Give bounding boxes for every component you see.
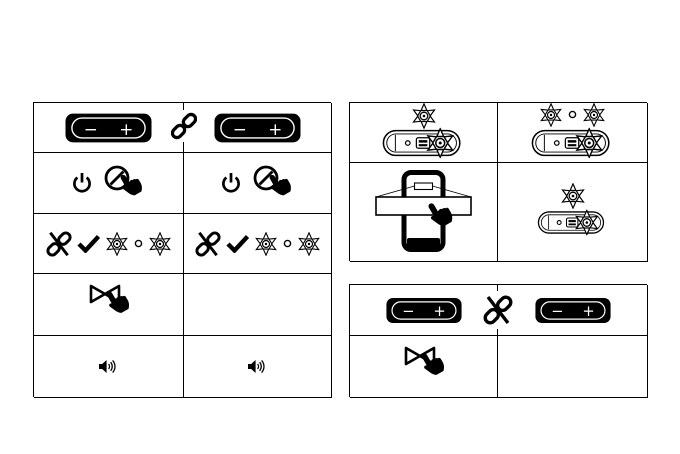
svg-text:+: + <box>119 118 133 138</box>
remote-icon: − + <box>65 113 152 143</box>
link-off-icon <box>45 229 72 258</box>
double-tap-icon <box>401 342 447 392</box>
svg-text:+: + <box>433 302 445 319</box>
phone-notification-icon <box>374 170 472 252</box>
unpairing-r2-right <box>498 336 648 398</box>
unpairing-r2-left <box>350 336 498 398</box>
pairing-r3-right <box>184 214 332 274</box>
unpairing-r1-right: − + <box>498 285 648 336</box>
check-icon <box>226 234 249 253</box>
case-icon <box>537 203 609 242</box>
led-star-icon <box>297 232 321 256</box>
link-off-icon <box>194 229 221 258</box>
pairing-r5-right <box>184 336 332 398</box>
status-r1-right <box>498 103 648 163</box>
pairing-r3-left <box>34 214 184 274</box>
status-r2-left <box>350 163 498 262</box>
power-icon <box>72 172 92 194</box>
no-tap-icon <box>251 164 295 210</box>
pairing-r5-left <box>34 336 184 398</box>
check-icon <box>77 234 100 253</box>
link-icon <box>169 110 199 142</box>
led-star-icon <box>105 232 129 256</box>
case-icon <box>531 120 615 166</box>
remote-icon: − + <box>386 297 462 324</box>
speaker-icon <box>247 358 268 375</box>
no-tap-icon <box>102 164 146 210</box>
remote-icon: − + <box>535 297 611 324</box>
status-r2-right <box>498 163 648 262</box>
case-icon <box>382 120 466 166</box>
pairing-r2-left <box>34 153 184 214</box>
speaker-icon <box>98 358 119 375</box>
pairing-r1-left: − + <box>34 103 184 153</box>
svg-text:+: + <box>582 302 594 319</box>
pairing-r4-left <box>34 274 184 336</box>
svg-text:−: − <box>402 302 414 319</box>
svg-text:−: − <box>551 302 563 319</box>
double-tap-icon <box>86 280 132 330</box>
dot-icon <box>283 239 292 248</box>
pairing-r2-right <box>184 153 332 214</box>
status-table <box>349 102 648 262</box>
link-off-icon <box>481 291 515 329</box>
svg-text:−: − <box>84 118 98 138</box>
led-star-icon <box>254 232 278 256</box>
unpairing-r1-left: − + <box>350 285 498 336</box>
power-icon <box>221 172 241 194</box>
status-r1-left <box>350 102 498 166</box>
dot-icon <box>134 239 143 248</box>
dot-icon <box>568 110 577 119</box>
svg-text:−: − <box>233 118 247 138</box>
pairing-r1-right: − + <box>184 103 332 153</box>
pairing-r4-right <box>184 274 332 336</box>
remote-icon: − + <box>214 113 301 143</box>
pairing-table: − + − + <box>33 102 332 398</box>
svg-text:+: + <box>268 118 282 138</box>
led-star-icon <box>148 232 172 256</box>
